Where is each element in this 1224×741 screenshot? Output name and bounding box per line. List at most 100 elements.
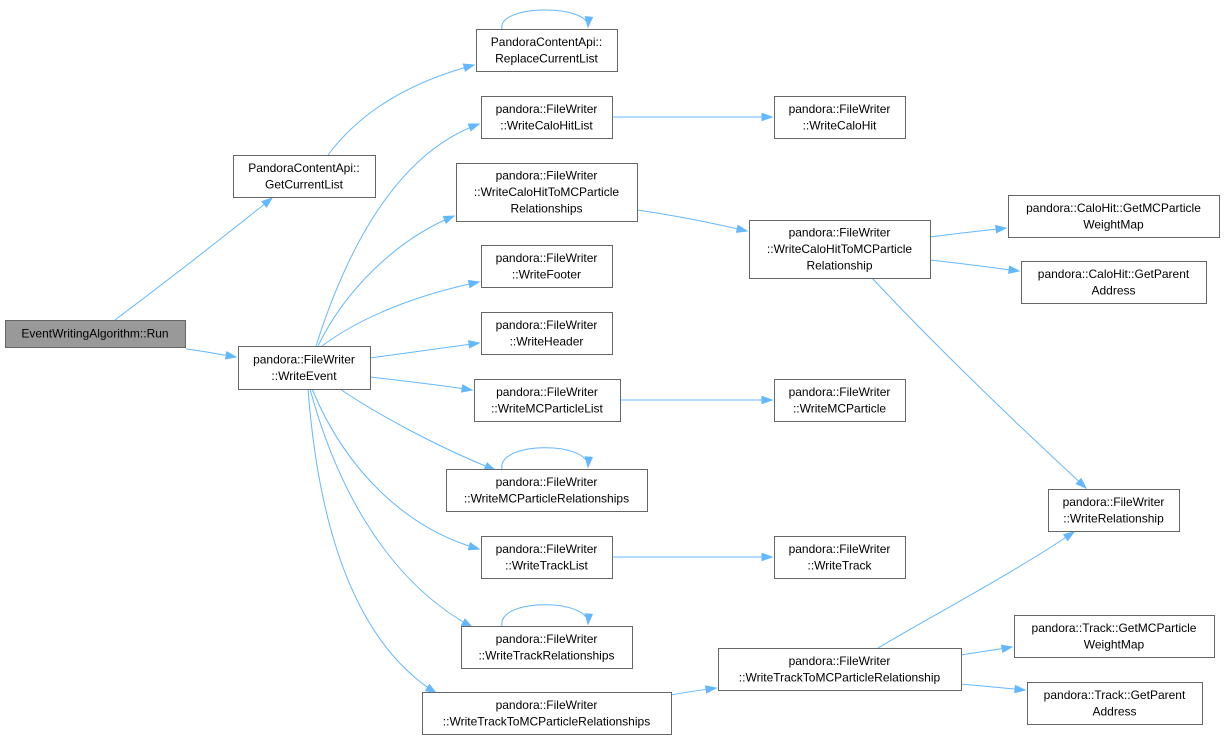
edge-run-to-getCurrent — [114, 197, 274, 321]
edge-arrowhead — [468, 340, 481, 349]
edge-caloHitToMC-to-relationship — [871, 277, 1088, 490]
node-label-line: pandora::FileWriter — [496, 542, 598, 556]
edge-arrowhead — [1008, 265, 1021, 274]
node-label-line: ::WriteTrackRelationships — [478, 648, 614, 662]
edge-line — [501, 9, 589, 30]
node-box — [774, 96, 906, 139]
node-label-line: Relationship — [806, 259, 872, 273]
node-caloHit[interactable]: pandora::FileWriter::WriteCaloHit — [774, 96, 906, 139]
edge-line — [636, 209, 748, 232]
edge-writeEvent-to-mcRels — [339, 388, 497, 471]
node-label-line: pandora::FileWriter — [253, 352, 355, 366]
edge-arrowhead — [704, 685, 718, 694]
node-label-line: GetCurrentList — [265, 177, 344, 191]
node-replace[interactable]: PandoraContentApi::ReplaceCurrentList — [476, 29, 618, 72]
node-writeEvent[interactable]: pandora::FileWriter::WriteEvent — [238, 346, 371, 390]
node-trackRels[interactable]: pandora::FileWriter::WriteTrackRelations… — [461, 626, 633, 669]
edge-writeEvent-to-header — [369, 340, 481, 359]
edge-arrowhead — [1062, 531, 1076, 542]
edge-arrowhead — [483, 462, 497, 471]
edge-line — [317, 215, 455, 347]
call-nodes: EventWritingAlgorithm::Run PandoraContent… — [5, 29, 1220, 735]
edge-line — [877, 531, 1075, 649]
node-box — [1008, 195, 1220, 238]
node-label-line: pandora::FileWriter — [789, 226, 891, 240]
node-label-line: pandora::Track::GetParent — [1044, 688, 1186, 702]
node-footer[interactable]: pandora::FileWriter::WriteFooter — [481, 245, 613, 288]
node-box — [422, 692, 672, 735]
node-relationship[interactable]: pandora::FileWriter::WriteRelationship — [1048, 489, 1180, 532]
node-box — [474, 379, 621, 422]
node-label-line: pandora::FileWriter — [789, 102, 891, 116]
node-caloHitToMCs[interactable]: pandora::FileWriter::WriteCaloHitToMCPar… — [456, 163, 638, 222]
node-label-line: EventWritingAlgorithm::Run — [21, 327, 168, 341]
edge-getCurrent-to-replace — [327, 63, 476, 156]
node-header[interactable]: pandora::FileWriter::WriteHeader — [481, 312, 613, 355]
node-caloHitList[interactable]: pandora::FileWriter::WriteCaloHitList — [481, 96, 613, 139]
node-label-line: PandoraContentApi:: — [491, 35, 602, 49]
call-edges — [114, 9, 1088, 696]
edge-line — [307, 388, 437, 694]
node-label-line: ::WriteCaloHitList — [500, 118, 593, 132]
edge-arrowhead — [1075, 477, 1088, 490]
node-label-line: ::WriteMCParticleRelationships — [464, 491, 629, 505]
edge-trackToMC-to-trackGetMC — [960, 644, 1014, 656]
node-label-line: pandora::Track::GetMCParticle — [1032, 621, 1197, 635]
node-label-line: ::WriteTrack — [807, 558, 872, 572]
edge-arrowhead — [261, 197, 274, 208]
node-trackToMCs[interactable]: pandora::FileWriter::WriteTrackToMCParti… — [422, 692, 672, 735]
edge-arrowhead — [1000, 644, 1014, 654]
node-trackList[interactable]: pandora::FileWriter::WriteTrackList — [481, 536, 613, 579]
edge-caloHitToMC-to-caloGetMC — [929, 224, 1008, 238]
node-label-line: ::WriteTrackToMCParticleRelationships — [443, 714, 650, 728]
node-label-line: pandora::FileWriter — [496, 251, 598, 265]
node-mcList[interactable]: pandora::FileWriter::WriteMCParticleList — [474, 379, 621, 422]
edge-trackList-to-track — [611, 552, 774, 562]
edge-arrowhead — [735, 224, 749, 233]
edge-line — [311, 388, 480, 550]
node-run[interactable]: EventWritingAlgorithm::Run — [5, 320, 186, 348]
edge-line — [871, 277, 1087, 489]
edge-arrowhead — [1014, 684, 1027, 694]
node-label-line: pandora::CaloHit::GetMCParticle — [1026, 201, 1201, 215]
node-label-line: ::WriteCaloHitToMCParticle — [474, 185, 619, 199]
node-trackToMC[interactable]: pandora::FileWriter::WriteTrackToMCParti… — [718, 648, 962, 691]
node-box — [5, 320, 186, 348]
node-label-line: ReplaceCurrentList — [495, 51, 598, 65]
edge-arrowhead — [761, 395, 774, 405]
node-label-line: Address — [1091, 283, 1135, 297]
node-getCurrent[interactable]: PandoraContentApi::GetCurrentList — [233, 155, 376, 198]
edge-trackRels-to-trackRels — [501, 604, 594, 627]
node-label-line: ::WriteMCParticle — [793, 401, 886, 415]
node-mcRels[interactable]: pandora::FileWriter::WriteMCParticleRela… — [446, 469, 648, 512]
edge-line — [327, 64, 475, 156]
edge-writeEvent-to-trackList — [311, 388, 481, 551]
node-label-line: pandora::FileWriter — [1063, 495, 1165, 509]
node-label-line: pandora::FileWriter — [496, 698, 598, 712]
node-box — [461, 626, 633, 669]
edge-writeEvent-to-trackToMCs — [307, 388, 438, 694]
edge-line — [114, 197, 273, 321]
node-box — [238, 346, 371, 390]
node-label-line: ::WriteHeader — [510, 334, 584, 348]
edge-arrowhead — [467, 279, 481, 289]
edge-replace-to-replace — [501, 9, 594, 30]
node-caloHitToMC[interactable]: pandora::FileWriter::WriteCaloHitToMCPar… — [749, 220, 931, 279]
edge-line — [339, 388, 496, 471]
edge-arrowhead — [761, 112, 774, 122]
node-label-line: ::WriteTrackToMCParticleRelationship — [739, 670, 941, 684]
node-track[interactable]: pandora::FileWriter::WriteTrack — [774, 536, 906, 579]
edge-run-to-writeEvent — [185, 348, 238, 360]
edge-arrowhead — [224, 351, 238, 360]
node-box — [718, 648, 962, 691]
node-mcParticle[interactable]: pandora::FileWriter::WriteMCParticle — [774, 379, 906, 422]
edge-writeEvent-to-caloHitList — [315, 123, 481, 347]
node-label-line: pandora::FileWriter — [789, 654, 891, 668]
node-box — [1014, 615, 1215, 658]
node-box — [774, 379, 906, 422]
node-box — [481, 312, 613, 355]
